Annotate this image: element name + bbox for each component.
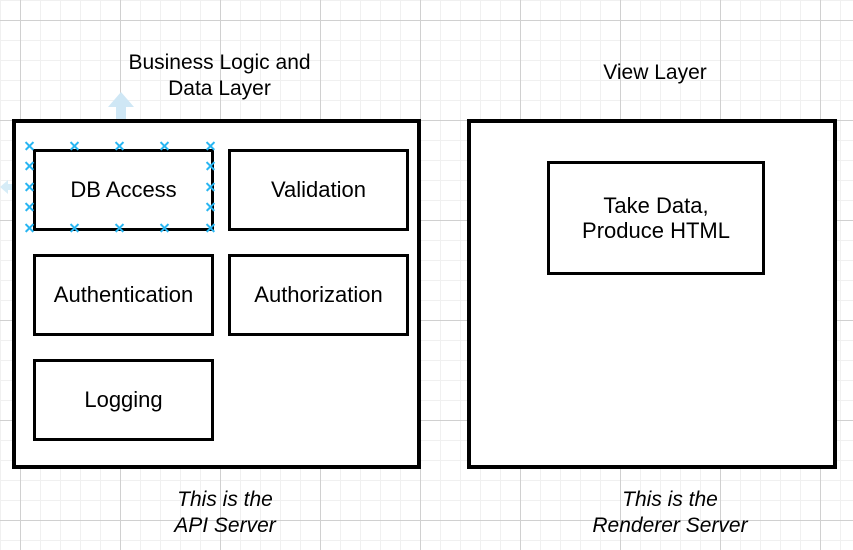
box-validation-label: Validation — [271, 177, 366, 203]
box-authorization-label: Authorization — [254, 282, 383, 308]
box-logging[interactable]: Logging — [33, 359, 214, 441]
api-server-container[interactable]: DB Access Validation Authentication Auth… — [12, 119, 421, 469]
box-take-data-produce-html-label: Take Data, Produce HTML — [582, 192, 730, 243]
box-authentication[interactable]: Authentication — [33, 254, 214, 336]
box-logging-label: Logging — [84, 387, 163, 413]
left-caption-label: This is the API Server — [174, 487, 276, 537]
left-title-label: Business Logic and Data Layer — [128, 50, 311, 100]
renderer-server-container[interactable]: Take Data, Produce HTML — [467, 119, 837, 469]
right-title-label: View Layer — [603, 60, 707, 84]
right-caption-label: This is the Renderer Server — [592, 487, 748, 537]
box-db-access-label: DB Access — [70, 177, 177, 203]
box-take-data-produce-html[interactable]: Take Data, Produce HTML — [547, 161, 765, 275]
box-db-access[interactable]: DB Access — [33, 149, 214, 231]
box-authentication-label: Authentication — [53, 282, 194, 308]
box-validation[interactable]: Validation — [228, 149, 409, 231]
box-authorization[interactable]: Authorization — [228, 254, 409, 336]
